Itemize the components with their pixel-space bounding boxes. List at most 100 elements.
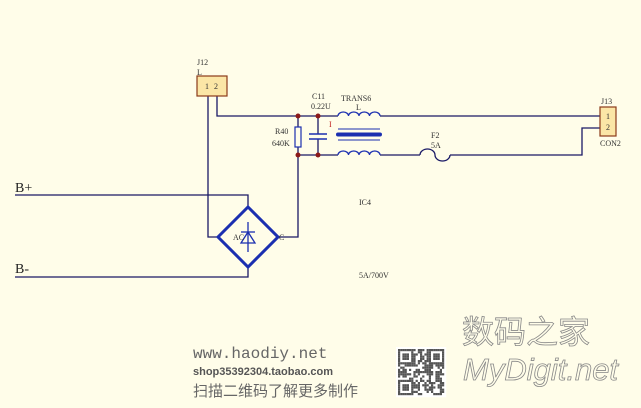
- qr-module: [439, 364, 442, 367]
- qr-module: [435, 349, 438, 352]
- qr-module: [424, 368, 427, 371]
- qr-module: [439, 382, 442, 385]
- qr-module: [413, 384, 416, 387]
- qr-module: [417, 388, 420, 391]
- qr-module: [404, 379, 407, 382]
- qr-module: [426, 366, 429, 369]
- qr-module: [442, 357, 445, 360]
- qr-module: [428, 368, 431, 371]
- qr-module: [428, 360, 431, 363]
- wire-bridge-out: [278, 154, 338, 238]
- qr-module: [413, 390, 416, 393]
- qr-module: [417, 351, 420, 354]
- qr-module: [428, 379, 431, 382]
- fuse-f2: [419, 148, 451, 162]
- qr-module: [413, 360, 416, 363]
- qr-module: [398, 388, 401, 391]
- qr-module: [433, 362, 436, 365]
- qr-module: [437, 357, 440, 360]
- qr-module: [417, 384, 420, 387]
- qr-module: [439, 384, 442, 387]
- qr-module: [433, 393, 436, 396]
- qr-module: [402, 349, 405, 352]
- qr-module: [428, 366, 431, 369]
- logo-chinese: 数码之家: [462, 313, 590, 351]
- wire-b-plus: [15, 194, 249, 207]
- qr-module: [426, 379, 429, 382]
- qr-module: [426, 373, 429, 376]
- b-plus-label: B+: [15, 181, 32, 196]
- qr-module: [439, 349, 442, 352]
- qr-module: [417, 386, 420, 389]
- qr-module: [442, 382, 445, 385]
- qr-module: [398, 368, 401, 371]
- qr-module: [404, 386, 407, 389]
- junction-node: [315, 152, 321, 158]
- qr-module: [420, 353, 423, 356]
- qr-module: [413, 353, 416, 356]
- qr-module: [424, 360, 427, 363]
- wire-to-j13-pin2: [450, 127, 600, 156]
- r40-ref: R40: [275, 127, 288, 136]
- qr-module: [424, 366, 427, 369]
- qr-module: [426, 357, 429, 360]
- qr-module: [402, 362, 405, 365]
- qr-module: [404, 375, 407, 378]
- qr-module: [424, 382, 427, 385]
- f2-value: 5A: [431, 141, 441, 150]
- ic4-value: 5A/700V: [359, 271, 389, 280]
- b-minus-label: B-: [15, 262, 29, 277]
- qr-module: [424, 384, 427, 387]
- qr-module: [431, 390, 434, 393]
- qr-module: [424, 364, 427, 367]
- qr-module: [406, 353, 409, 356]
- qr-module: [428, 364, 431, 367]
- qr-module: [424, 353, 427, 356]
- qr-module: [435, 375, 438, 378]
- f2-ref: F2: [431, 131, 439, 140]
- qr-module: [415, 375, 418, 378]
- qr-module: [415, 390, 418, 393]
- qr-module: [400, 371, 403, 374]
- qr-module: [426, 353, 429, 356]
- qr-module: [435, 355, 438, 358]
- qr-module: [409, 364, 412, 367]
- qr-module: [411, 384, 414, 387]
- qr-module: [400, 373, 403, 376]
- qr-module: [442, 366, 445, 369]
- qr-module: [404, 368, 407, 371]
- connector-j12: [196, 75, 228, 97]
- watermark-scan-text: 扫描二维码了解更多制作: [193, 382, 359, 400]
- qr-module: [426, 351, 429, 354]
- qr-module: [437, 355, 440, 358]
- qr-module: [413, 375, 416, 378]
- j13-pin2-label: 2: [606, 123, 610, 132]
- qr-module: [411, 357, 414, 360]
- resistor-r40: [294, 126, 302, 148]
- qr-module: [404, 393, 407, 396]
- trans6-ref: TRANS6: [341, 94, 371, 103]
- qr-module: [431, 349, 434, 352]
- qr-module: [409, 349, 412, 352]
- qr-module: [398, 355, 401, 358]
- qr-module: [422, 375, 425, 378]
- qr-module: [417, 371, 420, 374]
- qr-module: [437, 364, 440, 367]
- qr-module: [431, 384, 434, 387]
- wire-j12-pin1: [207, 96, 218, 238]
- qr-module: [442, 390, 445, 393]
- qr-module: [437, 373, 440, 376]
- qr-module: [435, 373, 438, 376]
- qr-module: [435, 353, 438, 356]
- qr-module: [426, 384, 429, 387]
- qr-module: [426, 349, 429, 352]
- qr-module: [428, 355, 431, 358]
- qr-module: [428, 373, 431, 376]
- wires: [15, 96, 600, 278]
- qr-module: [426, 360, 429, 363]
- qr-module: [402, 384, 405, 387]
- qr-module: [428, 351, 431, 354]
- qr-module: [431, 366, 434, 369]
- qr-module: [402, 373, 405, 376]
